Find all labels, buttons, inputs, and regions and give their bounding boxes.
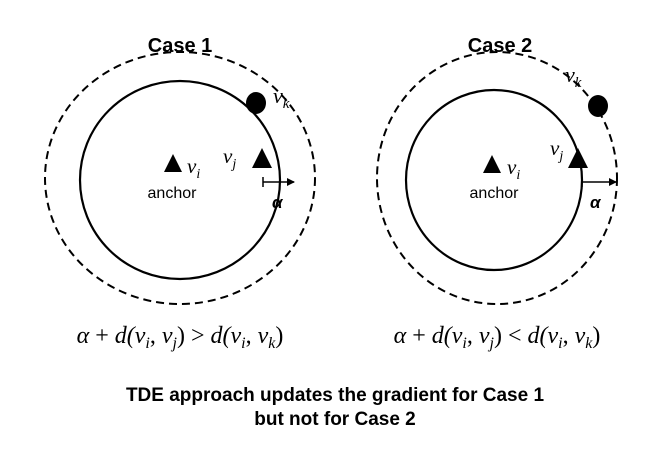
case-2-node-k-label: vk	[565, 62, 582, 91]
case-2-anchor-label: anchor	[470, 185, 520, 202]
case-2-alpha-label: α	[590, 193, 602, 212]
case-2-anchor-node-icon	[483, 155, 501, 173]
case-1-inner-circle	[78, 79, 282, 281]
case-1-node-j-icon	[252, 148, 272, 168]
case-1-node-j-label: vj	[223, 144, 236, 172]
case-1-anchor-label: anchor	[148, 185, 198, 202]
caption-line-1: TDE approach updates the gradient for Ca…	[125, 385, 545, 406]
case-1-formula: α + d(vi, vj) > d(vi, vk)	[77, 323, 284, 352]
case-2-node-j-label: vj	[550, 136, 563, 164]
case-1-margin-circle	[44, 51, 316, 305]
case-2-title: Case 2	[468, 35, 533, 57]
case-2-margin-circle	[376, 51, 618, 305]
case-1-alpha-label: α	[272, 193, 284, 212]
case-2-node-j-icon	[568, 148, 588, 168]
case-1-panel: Case 1 vi anchor vj vk α α + d(vi, vj) >…	[44, 35, 316, 352]
case-2-node-k-icon	[588, 95, 608, 117]
case-2-node-i-label: vi	[507, 155, 520, 183]
case-1-node-i-label: vi	[187, 154, 200, 182]
case-2-inner-circle	[404, 88, 584, 272]
case-1-anchor-node-icon	[164, 154, 182, 172]
case-2-panel: Case 2 vi anchor vj vk α α + d(vi, vj) <…	[376, 35, 618, 352]
case-2-formula: α + d(vi, vj) < d(vi, vk)	[394, 323, 601, 352]
case-1-node-k-icon	[246, 92, 266, 114]
case-1-node-k-label: vk	[273, 83, 290, 112]
caption-line-2: but not for Case 2	[254, 409, 416, 430]
case-1-title: Case 1	[148, 35, 213, 57]
